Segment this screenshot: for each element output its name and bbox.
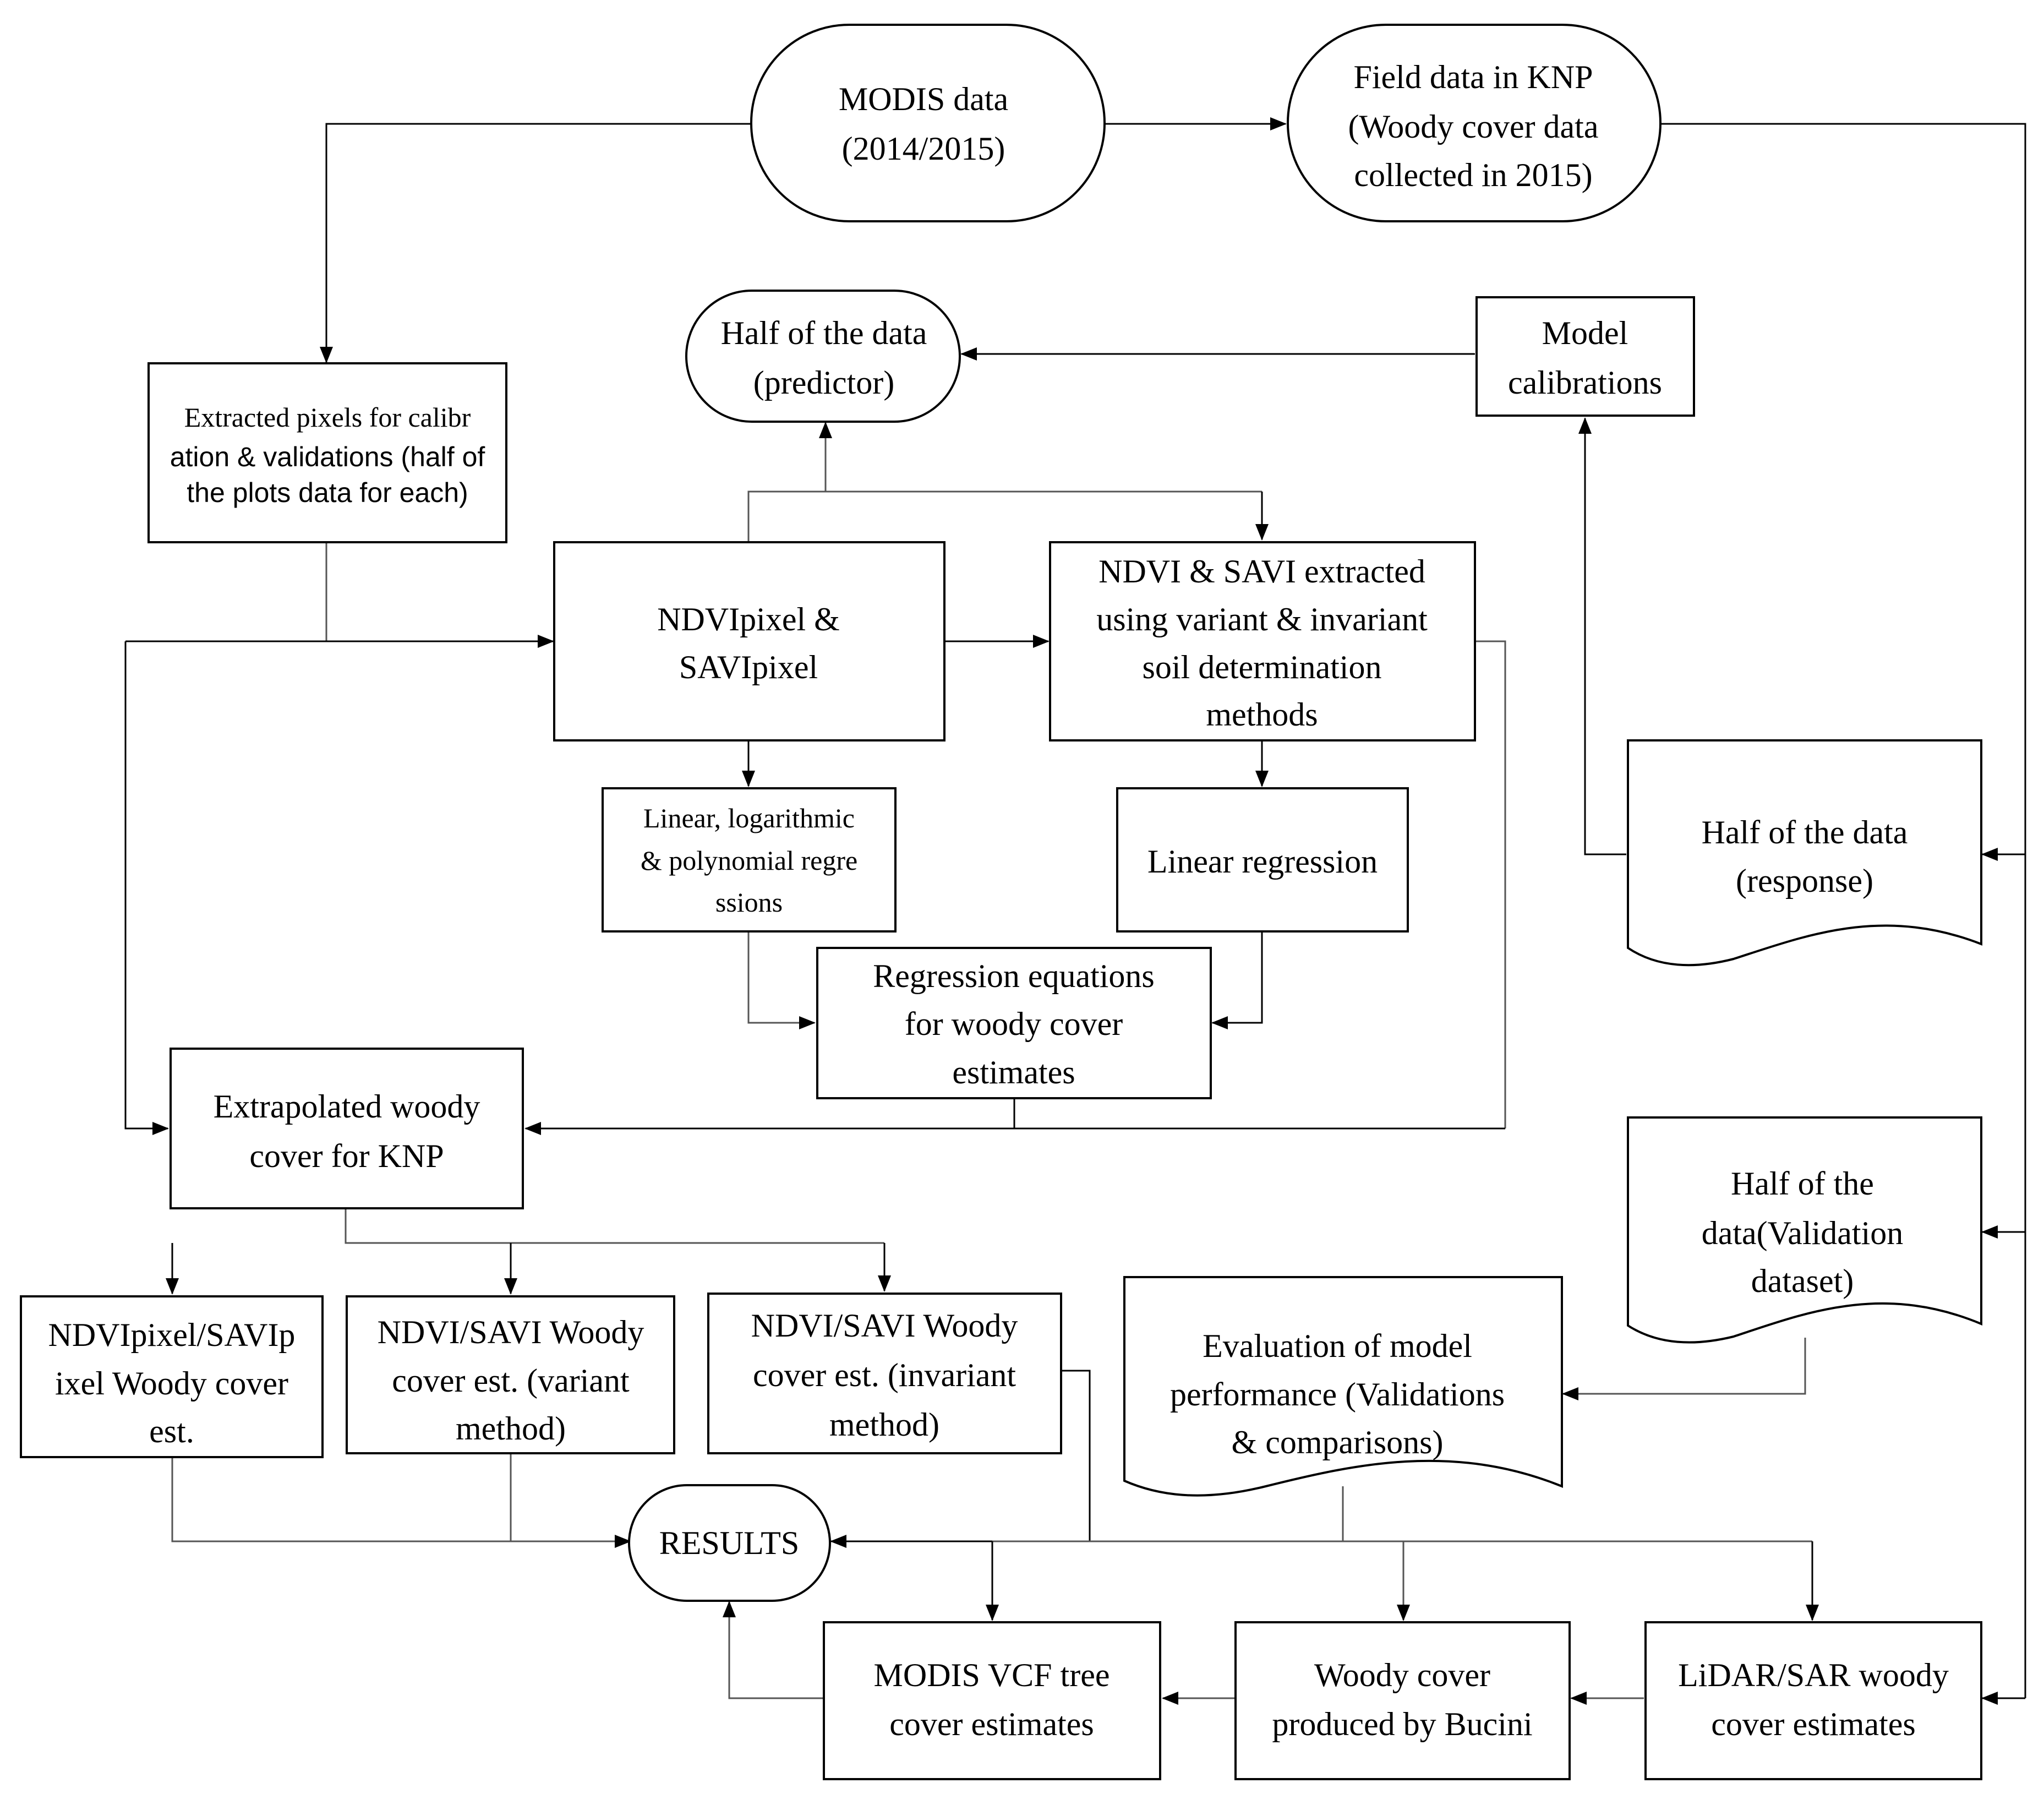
node-variant-woody-est-line-2: cover est. (variant (392, 1362, 630, 1399)
arrow-modisvcf-results (723, 1601, 824, 1699)
arrow-validation-eval (1562, 1338, 1806, 1400)
node-half-validation-line-1: Half of the (1731, 1165, 1874, 1202)
node-extracted-pixels-line-3: the plots data for each) (187, 477, 468, 508)
node-lidar-sar: LiDAR/SAR woody cover estimates (1644, 1621, 1982, 1780)
node-half-validation-line-2: data(Validation (1702, 1215, 1904, 1251)
node-modis-vcf-line-1: MODIS VCF tree (874, 1657, 1110, 1693)
node-pixel-woody-est-line-3: est. (149, 1413, 194, 1449)
line-pixel-up (747, 490, 1262, 542)
line-pixelest-results (171, 1457, 631, 1548)
node-lidar-sar-line-2: cover estimates (1711, 1706, 1916, 1742)
node-bucini-line-2: produced by Bucini (1272, 1706, 1532, 1742)
line-extracted-right (1475, 640, 1506, 1128)
node-extracted-pixels: Extracted pixels for calibr ation & vali… (147, 362, 507, 543)
node-evaluation-line-1: Evaluation of model (1203, 1328, 1472, 1364)
node-bucini: Woody cover produced by Bucini (1234, 1621, 1571, 1780)
node-pixel-woody-est: NDVIpixel/SAVIp ixel Woody cover est. (20, 1295, 324, 1458)
arrow-to-extrapolated-left (124, 641, 169, 1135)
node-results: RESULTS (628, 1484, 831, 1602)
node-evaluation-line-3: & comparisons) (1232, 1424, 1444, 1460)
node-half-validation-line-3: dataset) (1751, 1263, 1854, 1299)
node-model-calibrations-line-2: calibrations (1508, 364, 1662, 401)
node-modis-data-line-2: (2014/2015) (842, 130, 1005, 167)
node-regression-equations: Regression equations for woody cover est… (816, 947, 1212, 1099)
node-ndvi-savi-extracted: NDVI & SAVI extracted using variant & in… (1049, 541, 1476, 741)
arrow-modis-extracted (320, 123, 751, 363)
node-modis-vcf: MODIS VCF tree cover estimates (823, 1621, 1161, 1780)
node-ndvi-savi-extracted-line-4: methods (1206, 696, 1318, 733)
node-extracted-pixels-line-1: Extracted pixels for calibr (184, 402, 471, 433)
node-invariant-woody-est-line-3: method) (829, 1406, 939, 1443)
node-invariant-woody-est-line-2: cover est. (invariant (753, 1357, 1016, 1393)
arrow-regeq-extrapolated (526, 1098, 1505, 1128)
line-field-bus (1660, 123, 2026, 1698)
node-evaluation: Evaluation of model performance (Validat… (1123, 1276, 1563, 1497)
node-modis-data: MODIS data (2014/2015) (750, 24, 1106, 222)
node-linear-log-poly: Linear, logarithmic & polynomial regre s… (602, 787, 897, 933)
node-field-data-line-3: collected in 2015) (1354, 157, 1592, 193)
node-half-response-line-2: (response) (1736, 863, 1873, 899)
node-variant-woody-est: NDVI/SAVI Woody cover est. (variant meth… (346, 1295, 675, 1454)
node-half-predictor: Half of the data (predictor) (685, 290, 961, 423)
line-invariant-results (830, 1370, 1091, 1548)
node-lidar-sar-line-1: LiDAR/SAR woody (1678, 1657, 1949, 1693)
node-ndvi-savi-pixel-line-1: NDVIpixel & (657, 601, 840, 637)
node-extrapolated: Extrapolated woody cover for KNP (170, 1048, 524, 1209)
node-regression-equations-line-3: estimates (952, 1054, 1075, 1090)
node-field-data-line-2: (Woody cover data (1348, 108, 1599, 145)
node-invariant-woody-est-line-1: NDVI/SAVI Woody (751, 1307, 1018, 1344)
line-extrapolated-down (345, 1208, 884, 1244)
node-linear-regression-line-1: Linear regression (1147, 843, 1378, 880)
node-pixel-woody-est-line-2: ixel Woody cover (55, 1365, 288, 1402)
node-pixel-woody-est-line-1: NDVIpixel/SAVIp (48, 1317, 296, 1353)
node-regression-equations-line-2: for woody cover (905, 1006, 1123, 1042)
node-extrapolated-line-1: Extrapolated woody (214, 1088, 480, 1125)
node-extracted-pixels-line-2: ation & validations (half of (170, 441, 485, 472)
node-field-data: Field data in KNP (Woody cover data coll… (1287, 24, 1662, 222)
node-results-line-1: RESULTS (659, 1525, 800, 1561)
node-half-predictor-line-2: (predictor) (753, 364, 895, 401)
node-half-validation: Half of the data(Validation dataset) (1627, 1116, 1982, 1344)
node-ndvi-savi-pixel-line-2: SAVIpixel (679, 649, 818, 685)
node-ndvi-savi-extracted-line-3: soil determination (1143, 649, 1382, 685)
node-model-calibrations: Model calibrations (1475, 296, 1695, 417)
node-ndvi-savi-extracted-line-2: using variant & invariant (1096, 601, 1428, 637)
node-modis-data-line-1: MODIS data (839, 81, 1008, 117)
arrow-linlog-regeq (747, 931, 816, 1029)
node-variant-woody-est-line-1: NDVI/SAVI Woody (378, 1314, 644, 1350)
node-bucini-line-1: Woody cover (1314, 1657, 1490, 1693)
node-variant-woody-est-line-3: method) (456, 1410, 566, 1447)
node-model-calibrations-line-1: Model (1542, 315, 1628, 351)
node-half-response: Half of the data (response) (1627, 739, 1982, 967)
node-linear-log-poly-line-2: & polynomial regre (641, 845, 857, 876)
arrow-linreg-regeq (1211, 931, 1263, 1029)
node-linear-log-poly-line-1: Linear, logarithmic (643, 803, 855, 833)
node-modis-vcf-line-2: cover estimates (889, 1706, 1094, 1742)
node-half-predictor-line-1: Half of the data (721, 315, 927, 351)
arrow-response-calib (1578, 417, 1626, 855)
node-regression-equations-line-1: Regression equations (873, 958, 1155, 994)
node-evaluation-line-2: performance (Validations (1170, 1376, 1505, 1413)
node-ndvi-savi-extracted-line-1: NDVI & SAVI extracted (1098, 553, 1425, 590)
node-invariant-woody-est: NDVI/SAVI Woody cover est. (invariant me… (707, 1293, 1062, 1454)
node-extrapolated-line-2: cover for KNP (249, 1138, 444, 1174)
node-linear-regression: Linear regression (1116, 787, 1409, 933)
node-linear-log-poly-line-3: ssions (715, 887, 783, 918)
connectors (124, 117, 2026, 1705)
node-field-data-line-1: Field data in KNP (1354, 59, 1593, 95)
node-ndvi-savi-pixel: NDVIpixel & SAVIpixel (553, 541, 946, 741)
node-half-response-line-1: Half of the data (1702, 814, 1908, 850)
